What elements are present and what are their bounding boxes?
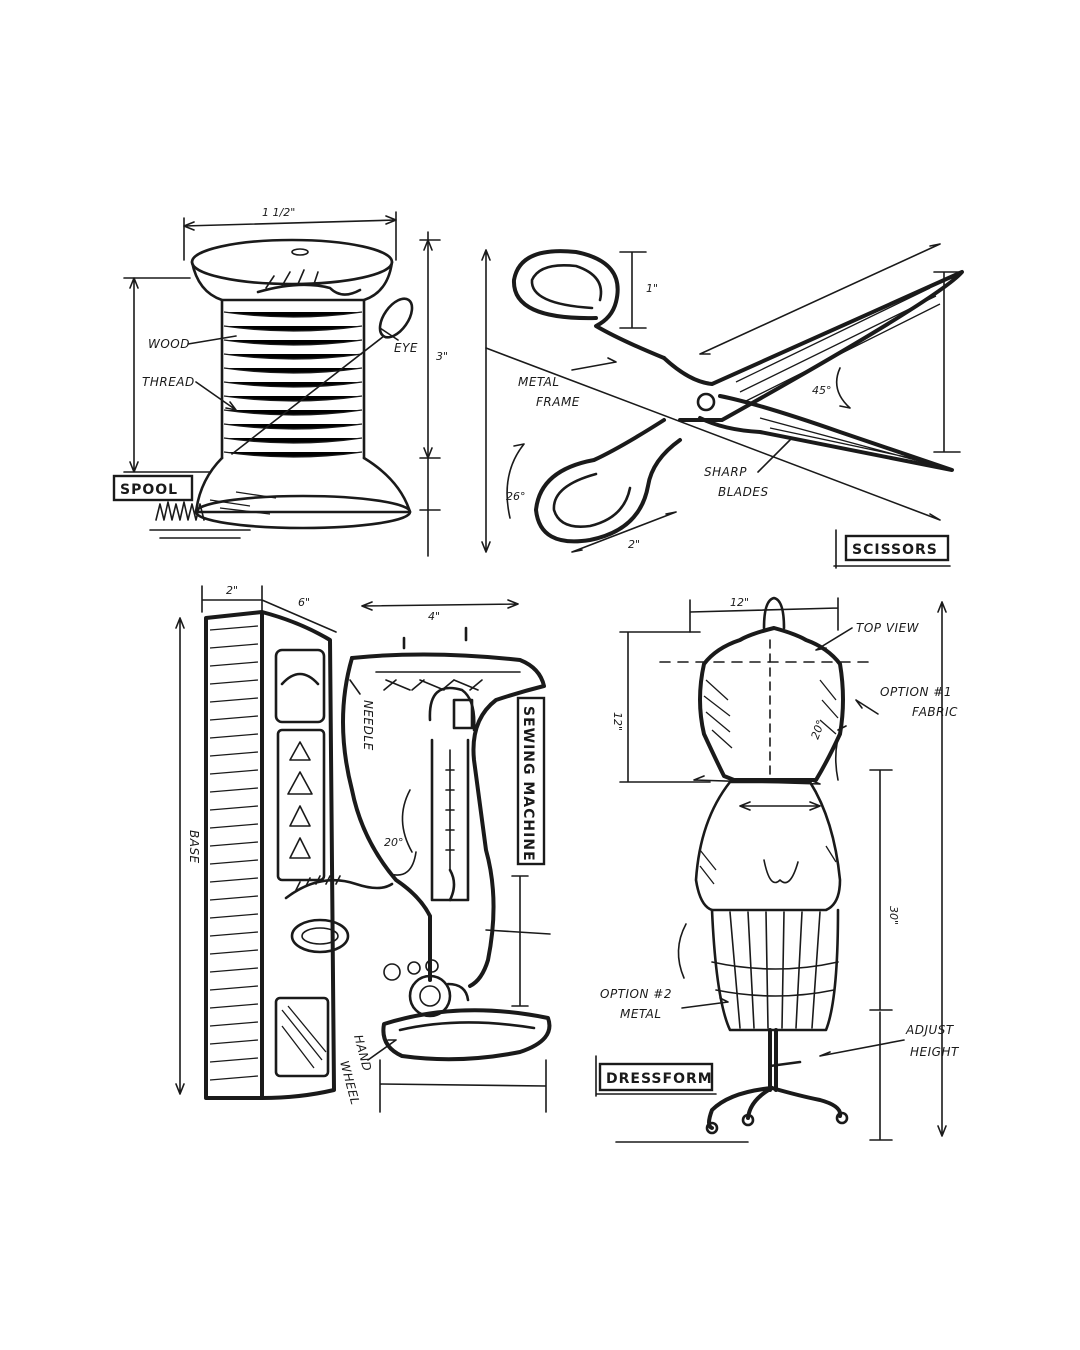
needle-eye	[378, 297, 414, 339]
scissors-metal-label: METAL	[518, 375, 560, 389]
spool-width-dim: 1 1/2"	[262, 206, 295, 219]
sewing-oval-plate	[290, 918, 350, 954]
sewing-title-box	[516, 696, 546, 866]
sewing-dimensions	[175, 585, 547, 1113]
sewing-title: SEWING MACHINE	[520, 706, 536, 862]
dressform-sketch: 12" 12" 30" 20° TOP VIEW OPTION #1 FABRI…	[595, 596, 960, 1143]
spool-wood-label: WOOD	[148, 337, 190, 351]
scissors-lower-handle	[534, 418, 682, 544]
dressform-pole	[768, 1028, 778, 1092]
dressform-metal-label: METAL	[620, 1007, 662, 1021]
dressform-dimensions	[615, 597, 947, 1143]
spool-bottom-flange	[194, 456, 412, 514]
sewing-needle-label: NEEDLE	[361, 700, 375, 751]
spool-thread-body	[220, 298, 366, 460]
dressform-title-box	[598, 1062, 714, 1092]
scissors-blades-label: BLADES	[718, 485, 769, 499]
dressform-knob	[762, 596, 786, 630]
sewing-thread-guide	[452, 698, 474, 730]
dressform-dim-30: 30"	[887, 906, 900, 925]
scissors-title-box	[844, 534, 950, 562]
spool-top-flange	[190, 238, 394, 286]
spool-thread-hatching	[223, 311, 363, 458]
sewing-angle-dim: 20°	[384, 836, 404, 849]
sewing-dim-4: 4"	[428, 610, 440, 623]
sewing-base-ornament	[276, 728, 326, 882]
sewing-base-front	[260, 610, 336, 1100]
scissors-loop-dim: 2"	[628, 538, 640, 551]
scissors-pivot	[696, 392, 716, 412]
dressform-option2-label: OPTION #2	[600, 987, 672, 1001]
dressform-height-label: HEIGHT	[910, 1045, 960, 1059]
dressform-torso	[698, 626, 845, 782]
scissors-lower-blade	[698, 394, 954, 472]
spool-height-dim: 3"	[436, 350, 448, 363]
scissors-loop-angle-dim: 26°	[506, 490, 526, 503]
sewing-base-drawer	[274, 996, 330, 1078]
sewing-machine-head	[350, 652, 546, 988]
scissors-title: SCISSORS	[852, 542, 938, 558]
sewing-dim-6: 6"	[298, 596, 310, 609]
sewing-machine-arm	[341, 656, 432, 982]
dressform-dim-20: 20°	[809, 718, 828, 741]
scissors-handle-dim: 1"	[646, 282, 658, 295]
dressform-fabric-label: FABRIC	[912, 705, 958, 719]
dressform-dim-12b: 12"	[611, 712, 624, 731]
scissors-upper-handle	[511, 249, 666, 360]
scissors-angle-dim: 45°	[812, 384, 832, 397]
scissors-sharp-label: SHARP	[704, 465, 747, 479]
dressform-option1-label: OPTION #1	[880, 685, 952, 699]
scissors-dimensions	[481, 243, 961, 553]
sewing-base-hatching	[209, 625, 259, 1081]
sewing-base-label: BASE	[187, 830, 201, 864]
sewing-base-window	[274, 648, 326, 724]
sewing-foot-plate	[381, 1008, 552, 1062]
sewing-hand-wheel	[408, 974, 452, 1018]
scissors-frame-label: FRAME	[536, 395, 580, 409]
dressform-adjust-label: ADJUST	[905, 1023, 955, 1037]
spool-sketch: 1 1/2" 3" WOOD THREAD EYE SPOOL	[112, 206, 448, 557]
spool-thread-label: THREAD	[142, 375, 195, 389]
dressform-top-view-label: TOP VIEW	[856, 621, 920, 635]
dressform-dim-12: 12"	[730, 596, 749, 609]
dressform-base-legs	[707, 1086, 843, 1130]
scissors-sketch: 1" 45° 2" 26° METAL FRAME SHARP BLADES S…	[481, 243, 964, 569]
spool-eye-label: EYE	[394, 341, 418, 355]
dressform-title: DRESSFORM	[606, 1071, 713, 1087]
spool-top-rim	[190, 260, 394, 302]
spool-ground-scribble	[155, 501, 205, 521]
sewing-hand-label: HAND	[351, 1033, 374, 1073]
dressform-hips	[694, 780, 842, 912]
spool-title: SPOOL	[120, 482, 178, 498]
sewing-swirl	[284, 878, 394, 900]
spool-dimensions	[123, 211, 441, 557]
sewing-wheel-label: WHEEL	[337, 1059, 362, 1106]
sewing-dim-2: 2"	[226, 584, 238, 597]
sewing-machine-sketch: 2" 6" 4" 20° BASE NEEDLE HAND WHEEL SEWI…	[175, 584, 552, 1113]
spool-title-box	[112, 474, 194, 502]
